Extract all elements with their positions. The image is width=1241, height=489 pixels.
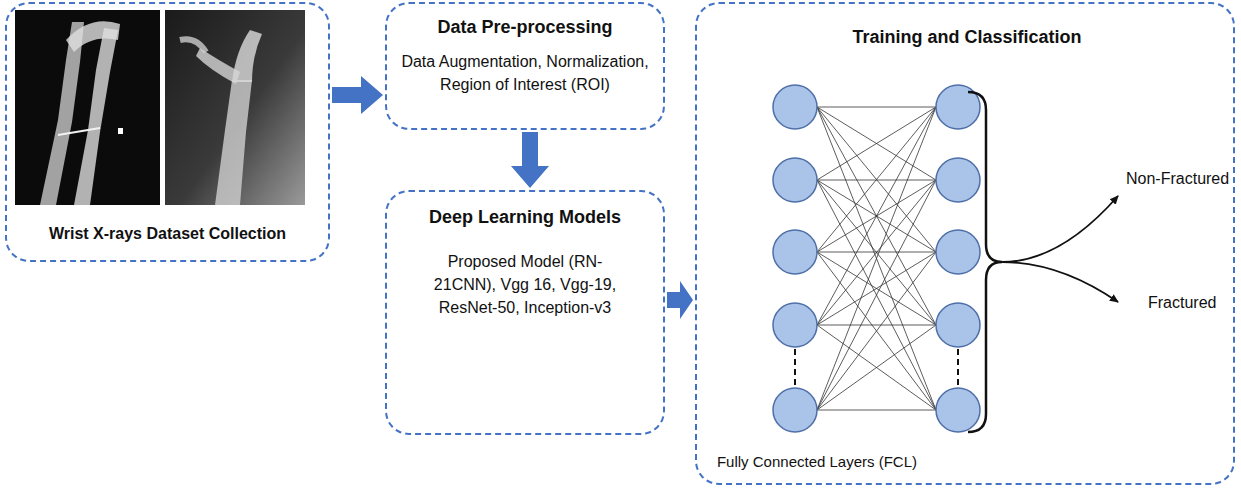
- output-arrow: [1002, 196, 1118, 262]
- dashed-box: Deep Learning ModelsProposed Model (RN-2…: [385, 190, 665, 435]
- dashed-box: Data Pre-processingData Augmentation, No…: [385, 2, 665, 130]
- block-arrow: [667, 281, 693, 319]
- box-title: Deep Learning Models: [395, 206, 655, 229]
- box-title: Data Pre-processing: [395, 16, 655, 39]
- output-label: Non-Fractured: [1124, 170, 1231, 188]
- box-title: Training and Classification: [777, 26, 1157, 49]
- xray-image: [165, 10, 305, 205]
- layer-caption: Fully Connected Layers (FCL): [707, 452, 927, 472]
- box-body: Proposed Model (RN-21CNN), Vgg 16, Vgg-1…: [417, 250, 633, 320]
- bracket: [968, 92, 1002, 432]
- dashed-box: Training and ClassificationFully Connect…: [695, 2, 1235, 485]
- neural-network: [773, 85, 980, 432]
- block-arrow: [332, 76, 383, 114]
- output-arrow: [1002, 262, 1118, 302]
- block-arrow: [511, 132, 549, 188]
- box-body: Data Augmentation, Normalization, Region…: [399, 50, 651, 96]
- xray-image: [15, 10, 160, 205]
- dashed-box: Wrist X-rays Dataset Collection: [5, 2, 330, 262]
- caption-text: Wrist X-rays Dataset Collection: [15, 224, 320, 245]
- output-label: Fractured: [1146, 294, 1218, 312]
